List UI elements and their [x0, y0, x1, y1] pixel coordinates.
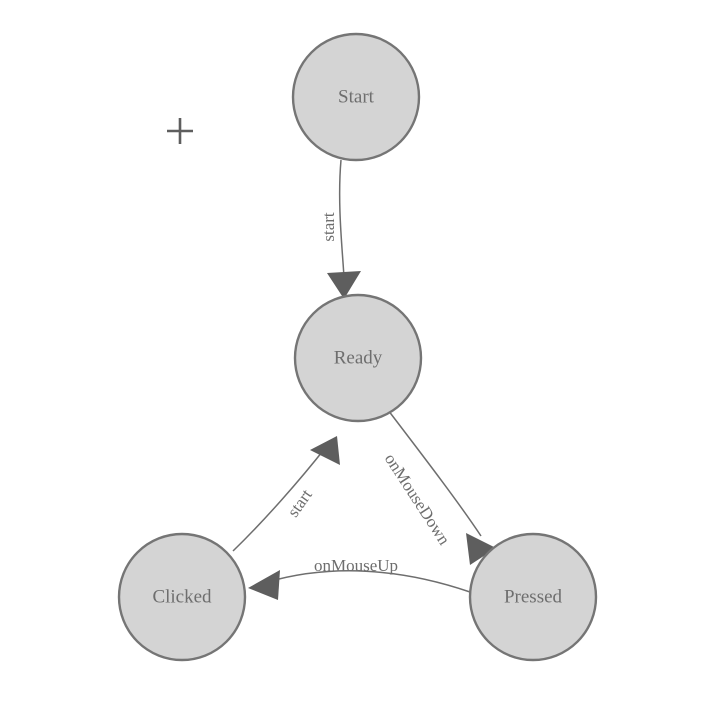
plus-marker[interactable] [167, 118, 193, 144]
transition-start-to-ready-path [338, 159, 345, 279]
transition-ready-to-pressed-path [387, 409, 482, 537]
transition-label-ready-to-pressed: onMouseDown [381, 450, 454, 549]
state-node-ready-label: Ready [334, 347, 383, 368]
state-node-clicked-label: Clicked [152, 586, 212, 607]
state-node-pressed[interactable]: Pressed [468, 532, 598, 662]
transition-clicked-to-ready-path [232, 446, 327, 552]
transition-start-to-ready-arrowhead [327, 271, 361, 299]
state-node-ready[interactable]: Ready [293, 293, 423, 423]
transition-start-to-ready[interactable]: start [319, 159, 361, 299]
transition-pressed-to-clicked[interactable]: onMouseUp [248, 556, 471, 600]
transition-label-pressed-to-clicked: onMouseUp [314, 556, 398, 575]
transition-label-clicked-to-ready: start [284, 485, 317, 520]
transition-clicked-to-ready-arrowhead [310, 436, 340, 465]
state-node-start-label: Start [338, 86, 375, 107]
transition-ready-to-pressed[interactable]: onMouseDown [381, 409, 496, 565]
state-node-start-circle [291, 32, 421, 162]
state-node-start[interactable]: Start [291, 32, 421, 162]
state-node-pressed-label: Pressed [504, 586, 563, 607]
transition-clicked-to-ready[interactable]: start [232, 436, 340, 552]
state-node-pressed-circle [468, 532, 598, 662]
state-node-clicked-circle [117, 532, 247, 662]
transition-ready-to-pressed-arrowhead [466, 533, 496, 565]
state-node-ready-circle [293, 293, 423, 423]
transition-pressed-to-clicked-path [267, 570, 471, 593]
transition-label-start-to-ready: start [319, 212, 338, 242]
transition-pressed-to-clicked-arrowhead [248, 570, 280, 600]
state-node-clicked[interactable]: Clicked [117, 532, 247, 662]
